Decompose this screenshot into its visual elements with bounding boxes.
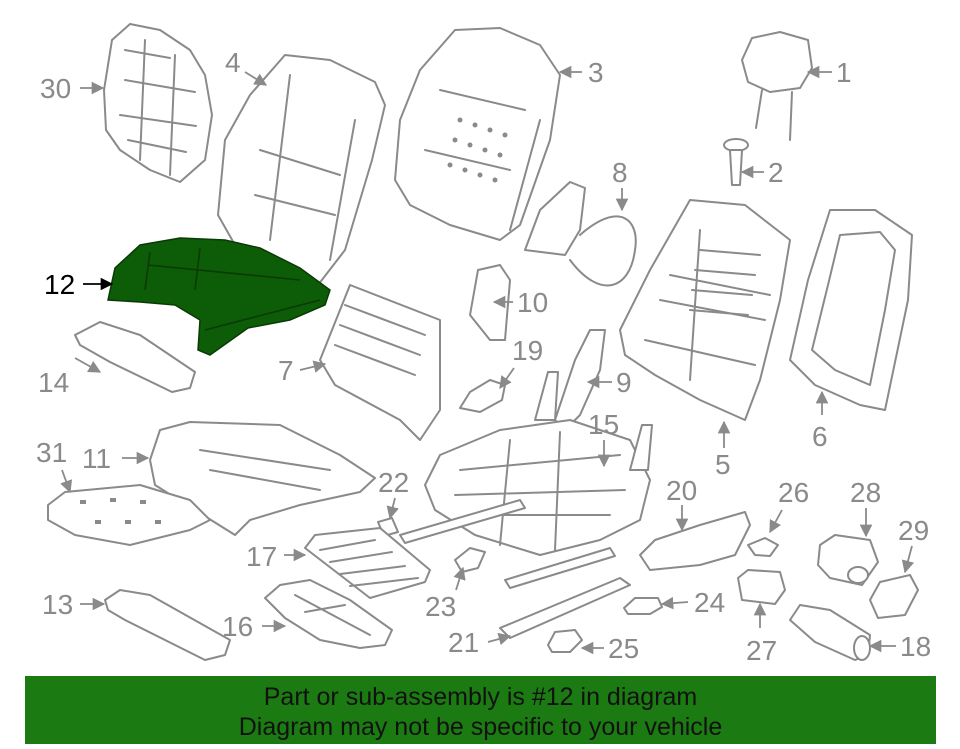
callout-13: 13 — [42, 589, 73, 620]
part-30-back-panel[interactable] — [103, 23, 213, 183]
part-1-headrest[interactable] — [741, 31, 813, 141]
part-5-backrest-frame[interactable] — [619, 199, 791, 421]
callout-19: 19 — [512, 335, 543, 366]
callout-4: 4 — [225, 47, 241, 78]
part-13-pad[interactable] — [104, 589, 231, 661]
callout-8: 8 — [612, 157, 628, 188]
callout-labels: 30 4 3 1 2 8 12 10 14 7 19 9 5 6 15 11 3… — [36, 47, 931, 666]
seat-parts-diagram: 30 4 3 1 2 8 12 10 14 7 19 9 5 6 15 11 3… — [36, 23, 931, 666]
callout-5: 5 — [715, 449, 731, 480]
part-18-motor[interactable] — [789, 604, 871, 661]
callout-7: 7 — [278, 355, 294, 386]
callout-24: 24 — [694, 587, 725, 618]
callout-23: 23 — [425, 591, 456, 622]
part-16-base-tray[interactable] — [264, 579, 393, 649]
part-19-trim-bracket[interactable] — [459, 379, 506, 413]
part-2-headrest-guide[interactable] — [723, 138, 749, 186]
callout-21: 21 — [448, 627, 479, 658]
callout-25: 25 — [608, 633, 639, 664]
callout-leaders — [60, 65, 915, 655]
callout-31: 31 — [36, 437, 67, 468]
callout-9: 9 — [616, 367, 632, 398]
callout-14: 14 — [38, 367, 69, 398]
part-14-bolster-pad[interactable] — [74, 321, 196, 393]
callout-26: 26 — [778, 477, 809, 508]
part-27-switch[interactable] — [737, 569, 786, 605]
callout-11: 11 — [82, 443, 111, 474]
callout-16: 16 — [222, 611, 253, 642]
part-7-seat-heater-mat[interactable] — [319, 284, 441, 441]
callout-30: 30 — [40, 73, 71, 104]
callout-20: 20 — [666, 475, 697, 506]
callout-6: 6 — [812, 421, 828, 452]
part-12-seat-cushion-cover[interactable] — [107, 237, 331, 356]
callout-29: 29 — [898, 515, 929, 546]
callout-18: 18 — [900, 631, 931, 662]
info-banner: Part or sub-assembly is #12 in diagram D… — [25, 676, 936, 744]
part-6-rear-panel-frame[interactable] — [789, 209, 913, 411]
callout-12: 12 — [44, 269, 75, 300]
banner-line-disclaimer: Diagram may not be specific to your vehi… — [238, 713, 723, 741]
part-23-cover[interactable] — [454, 547, 486, 573]
callout-3: 3 — [588, 57, 604, 88]
banner-line-part: Part or sub-assembly is #12 in diagram — [263, 683, 698, 711]
part-25-knob[interactable] — [547, 629, 583, 653]
callout-27: 27 — [746, 635, 777, 666]
part-28-switch-module[interactable] — [817, 534, 879, 586]
callout-28: 28 — [850, 477, 881, 508]
part-15-seat-frame[interactable] — [399, 371, 653, 589]
callout-10: 10 — [517, 287, 548, 318]
callout-2: 2 — [768, 157, 784, 188]
part-29-switch[interactable] — [869, 574, 919, 619]
callout-17: 17 — [246, 541, 277, 572]
part-26-clip[interactable] — [747, 537, 779, 557]
part-21-rail-cover[interactable] — [499, 577, 631, 639]
part-17-adjuster-module[interactable] — [304, 527, 431, 599]
part-8-side-airbag-wiring[interactable] — [524, 181, 637, 287]
part-10-bracket[interactable] — [469, 264, 511, 341]
part-20-side-panel-trim[interactable] — [639, 511, 751, 571]
callout-22: 22 — [378, 467, 409, 498]
callout-15: 15 — [588, 409, 619, 440]
part-24-knob[interactable] — [623, 597, 663, 615]
part-31-seat-mat[interactable] — [47, 484, 211, 546]
part-3-backrest-perforated[interactable] — [394, 27, 561, 241]
callout-1: 1 — [836, 57, 852, 88]
part-11-seat-cushion-foam[interactable] — [149, 421, 376, 536]
